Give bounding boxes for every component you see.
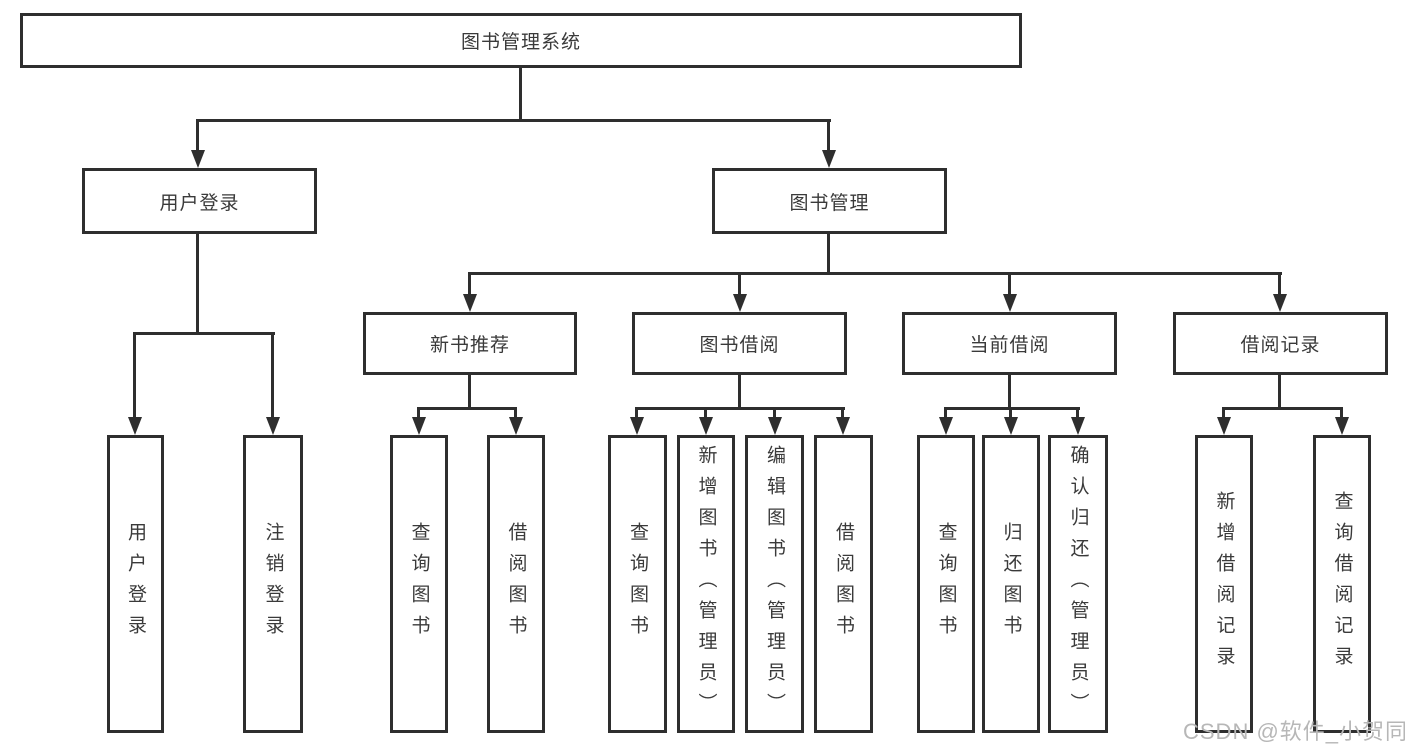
leaf-confirm-return-admin: 确认归还（管理员） <box>1048 435 1108 733</box>
arrow-down-icon <box>266 417 280 435</box>
arrow-down-icon <box>630 417 644 435</box>
arrow-down-icon <box>412 417 426 435</box>
connector-leaf-shaft <box>271 332 274 419</box>
connector-bookborrow-stub <box>738 375 741 409</box>
arrow-down-icon <box>1335 417 1349 435</box>
arrow-down-icon <box>128 417 142 435</box>
connector-leaf-shaft <box>417 407 420 419</box>
node-current-borrowing: 当前借阅 <box>902 312 1117 375</box>
connector-leaf-shaft <box>704 407 707 419</box>
leaf-query-books-recommend: 查询图书 <box>390 435 448 733</box>
node-user-login: 用户登录 <box>82 168 317 234</box>
arrow-down-icon <box>939 417 953 435</box>
connector-level3-shaft <box>468 272 471 296</box>
arrow-down-icon <box>733 294 747 312</box>
connector-currentborrow-rail <box>944 407 1080 410</box>
leaf-query-borrow-record: 查询借阅记录 <box>1313 435 1371 733</box>
leaf-query-books-borrow: 查询图书 <box>608 435 667 733</box>
leaf-borrow-books-recommend: 借阅图书 <box>487 435 545 733</box>
connector-leaf-shaft <box>1009 407 1012 419</box>
connector-leaf-shaft <box>773 407 776 419</box>
leaf-borrow-books: 借阅图书 <box>814 435 873 733</box>
node-new-book-recommendation: 新书推荐 <box>363 312 577 375</box>
connector-userlogin-stub <box>196 234 199 334</box>
connector-bookborrow-rail <box>635 407 845 410</box>
connector-userlogin-shaft <box>196 119 199 152</box>
connector-level3-shaft <box>1008 272 1011 296</box>
connector-leaf-shaft <box>635 407 638 419</box>
node-book-management: 图书管理 <box>712 168 947 234</box>
connector-level3-shaft <box>1278 272 1281 296</box>
leaf-query-books-current: 查询图书 <box>917 435 975 733</box>
connector-level3-shaft <box>738 272 741 296</box>
connector-userlogin-rail <box>133 332 275 335</box>
connector-leaf-shaft <box>1076 407 1079 419</box>
arrow-down-icon <box>699 417 713 435</box>
connector-records-rail <box>1222 407 1343 410</box>
connector-newbook-rail <box>417 407 517 410</box>
arrow-down-icon <box>1273 294 1287 312</box>
arrow-down-icon <box>836 417 850 435</box>
leaf-return-books: 归还图书 <box>982 435 1040 733</box>
connector-records-stub <box>1278 375 1281 409</box>
arrow-down-icon <box>822 150 836 168</box>
connector-newbook-stub <box>468 375 471 409</box>
connector-level3-rail <box>468 272 1282 275</box>
watermark: CSDN @软件_小贺同学 <box>1183 719 1405 744</box>
connector-leaf-shaft <box>944 407 947 419</box>
arrow-down-icon <box>463 294 477 312</box>
connector-leaf-shaft <box>133 332 136 419</box>
node-library-management-system: 图书管理系统 <box>20 13 1022 68</box>
connector-root-rail <box>196 119 831 122</box>
arrow-down-icon <box>509 417 523 435</box>
node-borrowing-records: 借阅记录 <box>1173 312 1388 375</box>
arrow-down-icon <box>768 417 782 435</box>
arrow-down-icon <box>1004 417 1018 435</box>
arrow-down-icon <box>1003 294 1017 312</box>
connector-leaf-shaft <box>514 407 517 419</box>
node-book-borrowing: 图书借阅 <box>632 312 847 375</box>
arrow-down-icon <box>1071 417 1085 435</box>
connector-leaf-shaft <box>1340 407 1343 419</box>
connector-root-stub <box>519 68 522 121</box>
connector-leaf-shaft <box>1222 407 1225 419</box>
leaf-edit-books-admin: 编辑图书（管理员） <box>745 435 804 733</box>
arrow-down-icon <box>191 150 205 168</box>
leaf-add-books-admin: 新增图书（管理员） <box>677 435 735 733</box>
connector-bookmgmt-shaft <box>827 119 830 152</box>
connector-bookmgmt-stub <box>827 234 830 274</box>
leaf-user-login: 用户登录 <box>107 435 164 733</box>
arrow-down-icon <box>1217 417 1231 435</box>
connector-currentborrow-stub <box>1008 375 1011 409</box>
leaf-add-borrow-record: 新增借阅记录 <box>1195 435 1253 733</box>
connector-leaf-shaft <box>841 407 844 419</box>
leaf-logout: 注销登录 <box>243 435 303 733</box>
